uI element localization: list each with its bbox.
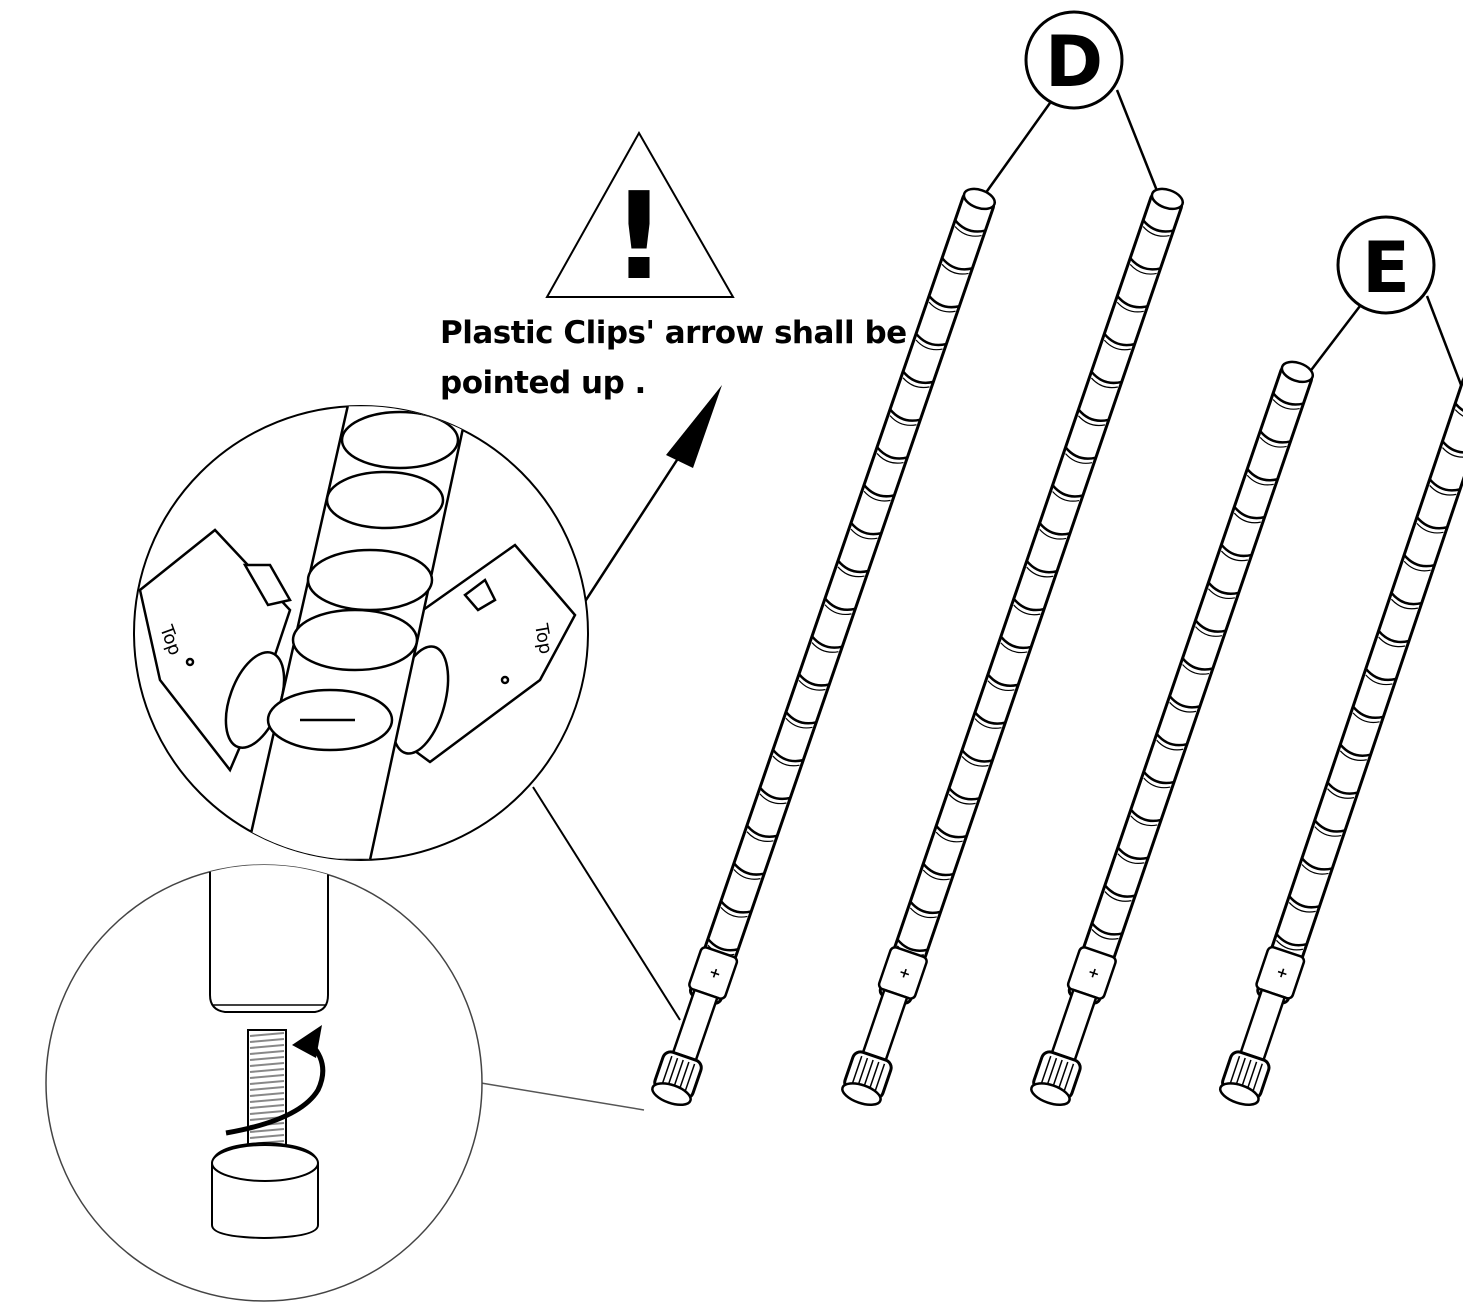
warning-note: Plastic Clips' arrow shall be pointed up… — [440, 315, 907, 401]
rod-d-right: + — [841, 187, 1185, 1107]
rods-group: + + + + — [651, 187, 1463, 1107]
rod-e-right: + — [1218, 370, 1463, 1106]
rod-d-left: + — [651, 187, 997, 1107]
rotate-arrow-icon — [225, 1025, 326, 1136]
svg-text:+: + — [896, 964, 912, 983]
svg-text:+: + — [707, 964, 723, 983]
callout-d: D — [973, 10, 1165, 209]
svg-text:+: + — [1274, 964, 1290, 983]
clip-detail-view: Top Top — [133, 405, 589, 861]
callout-e: E — [1295, 215, 1463, 391]
warning-symbol: ! — [612, 168, 667, 307]
rod-e-left: + — [1030, 360, 1315, 1107]
leader-line-clip-detail — [532, 786, 681, 1021]
svg-text:+: + — [1086, 964, 1102, 983]
callout-d-label: D — [1045, 21, 1103, 103]
foot-detail-view — [45, 864, 483, 1302]
leader-line-foot-detail — [480, 1082, 645, 1111]
callout-e-label: E — [1362, 227, 1410, 309]
warning-triangle-icon: ! — [545, 130, 735, 307]
